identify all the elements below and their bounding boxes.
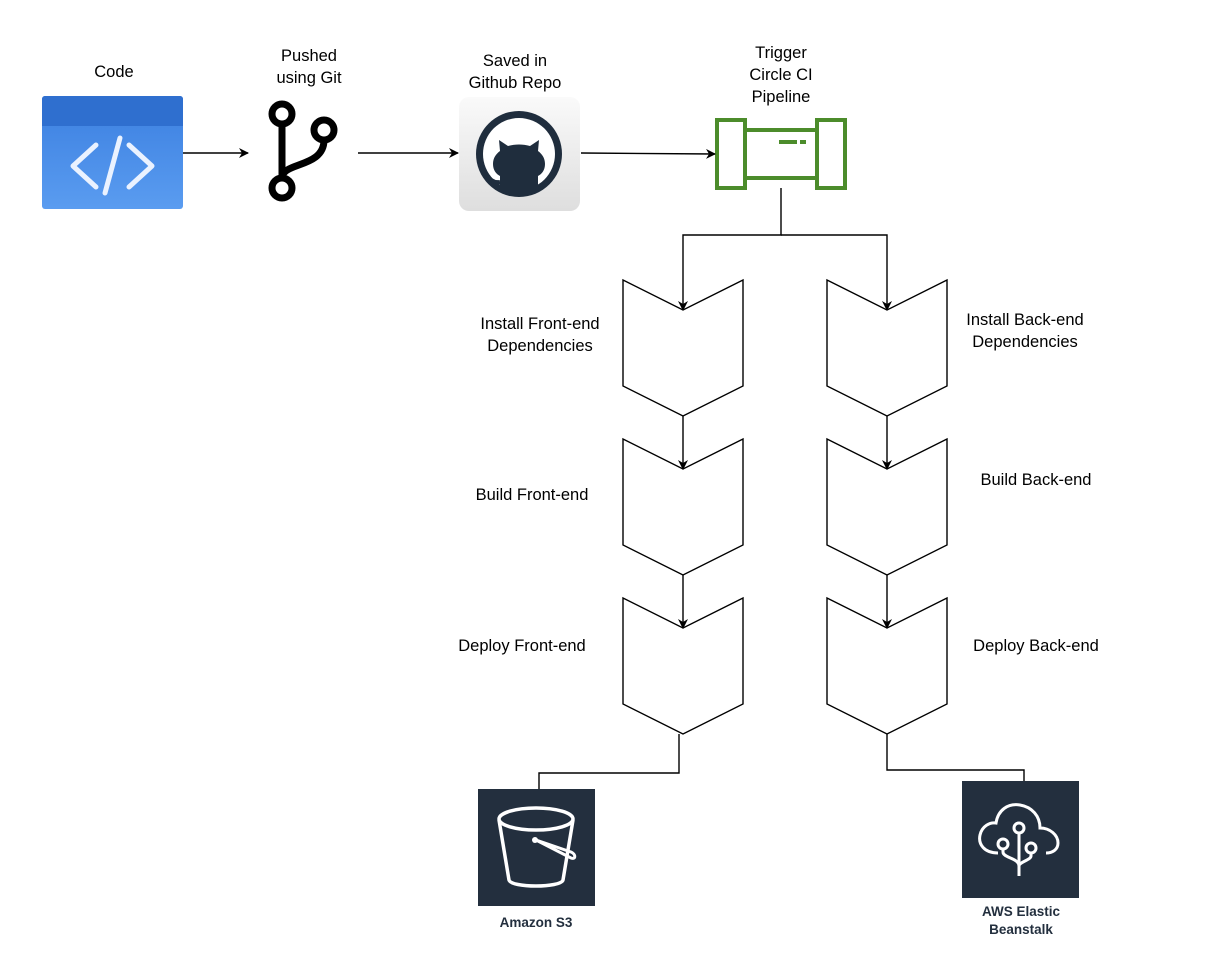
s3-bucket-icon: [478, 789, 595, 906]
step-install-backend: [826, 278, 948, 417]
backend-steps: [826, 278, 948, 735]
pipeline-label-line: Pipeline: [751, 88, 811, 106]
git-label-line: using Git: [276, 69, 342, 87]
pipeline-label-line: Trigger: [755, 44, 807, 62]
arrow-github-to-pipeline: [580, 148, 716, 159]
pipeline-label: Trigger Circle CI Pipeline: [722, 42, 840, 108]
beanstalk-label-line: Beanstalk: [989, 922, 1053, 937]
be-build-label-text: Build Back-end: [980, 471, 1092, 489]
fe-deploy-label-text: Deploy Front-end: [458, 637, 586, 655]
pipeline-icon: [715, 118, 847, 190]
code-label: Code: [72, 61, 156, 83]
arrow-pipeline-to-frontend: [678, 188, 782, 311]
fe-install-label-line: Dependencies: [487, 337, 593, 355]
pipeline-label-line: Circle CI: [749, 66, 813, 84]
be-deploy-label-text: Deploy Back-end: [973, 637, 1099, 655]
be-deploy-label: Deploy Back-end: [948, 635, 1124, 657]
fe-build-label-text: Build Front-end: [475, 486, 589, 504]
beanstalk-label: AWS Elastic Beanstalk: [956, 903, 1086, 939]
step-connectors: [538, 416, 1025, 789]
code-label-text: Code: [94, 63, 134, 81]
fe-install-label-line: Install Front-end: [480, 315, 600, 333]
s3-label-text: Amazon S3: [499, 915, 573, 930]
github-label: Saved in Github Repo: [449, 50, 581, 94]
beanstalk-label-line: AWS Elastic: [981, 904, 1061, 919]
frontend-steps: [622, 278, 744, 735]
be-install-label-line: Dependencies: [972, 333, 1078, 351]
git-branch-icon: [268, 100, 338, 202]
code-editor-icon: [42, 96, 183, 209]
arrow-pipeline-to-backend: [781, 234, 892, 311]
step-install-frontend: [622, 278, 744, 417]
git-label-line: Pushed: [281, 47, 337, 65]
s3-label: Amazon S3: [472, 914, 600, 932]
top-connectors: [183, 148, 892, 311]
github-label-line: Github Repo: [468, 74, 562, 92]
github-icon: [459, 97, 580, 211]
fe-deploy-label: Deploy Front-end: [434, 635, 610, 657]
fe-build-label: Build Front-end: [452, 484, 612, 506]
github-label-line: Saved in: [482, 52, 548, 70]
line-frontend-to-s3: [538, 734, 680, 789]
be-install-label-line: Install Back-end: [966, 311, 1084, 329]
elastic-beanstalk-icon: [962, 781, 1079, 898]
fe-install-label: Install Front-end Dependencies: [456, 313, 624, 357]
line-backend-to-beanstalk: [886, 734, 1025, 781]
be-install-label: Install Back-end Dependencies: [942, 309, 1108, 353]
be-build-label: Build Back-end: [956, 469, 1116, 491]
git-label: Pushed using Git: [252, 45, 366, 89]
